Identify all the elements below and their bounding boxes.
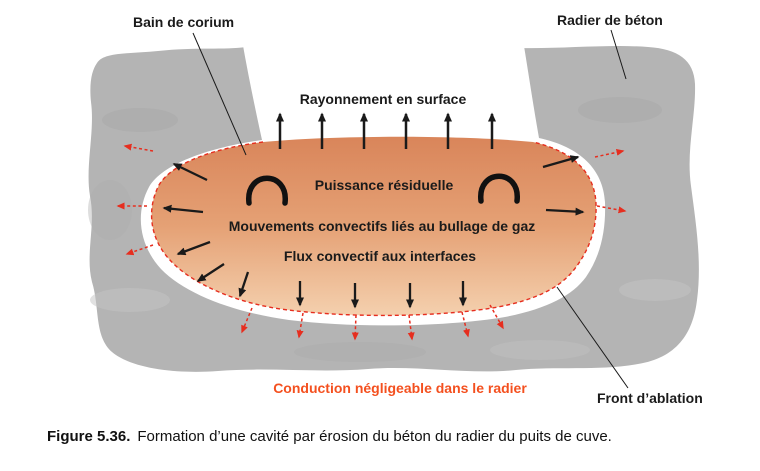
flux-arrow bbox=[542, 155, 580, 169]
red-ablation-arrow bbox=[351, 314, 359, 341]
figure-caption-text: Formation d’une cavité par érosion du bé… bbox=[137, 428, 612, 445]
radier-de-beton-label: Radier de béton bbox=[557, 12, 663, 28]
label-pointer-lines bbox=[192, 29, 629, 389]
flux-arrow bbox=[545, 207, 585, 216]
front-ablation-pointer-line bbox=[556, 286, 629, 389]
flux-arrow bbox=[172, 162, 208, 182]
convection-roll-icon bbox=[478, 173, 520, 204]
bain-de-corium-pointer-line bbox=[192, 32, 247, 156]
figure-caption: Figure 5.36. Formation d’une cavité par é… bbox=[47, 428, 612, 445]
concrete-texture bbox=[88, 97, 691, 362]
red-ablation-arrow bbox=[596, 205, 627, 214]
flux-arrow bbox=[162, 204, 204, 214]
red-ablation-arrow bbox=[241, 307, 253, 334]
red-ablation-arrow bbox=[296, 312, 304, 339]
red-ablation-arrow bbox=[125, 244, 154, 256]
radier-de-beton-pointer-line bbox=[610, 29, 627, 80]
figure-caption-number: Figure 5.36. bbox=[47, 428, 131, 445]
convection-roll-icons bbox=[246, 173, 520, 206]
rayonnement-label: Rayonnement en surface bbox=[300, 91, 467, 107]
conduction-negligeable-label: Conduction négligeable dans le radier bbox=[273, 380, 527, 396]
flux-convectif-label: Flux convectif aux interfaces bbox=[284, 248, 476, 264]
bain-de-corium-label: Bain de corium bbox=[133, 14, 234, 30]
puissance-residuelle-label: Puissance résiduelle bbox=[315, 177, 454, 193]
ablation-arrows bbox=[116, 143, 627, 341]
radiation-arrows bbox=[276, 112, 496, 149]
red-ablation-arrow bbox=[407, 314, 415, 341]
flux-arrow bbox=[176, 240, 211, 256]
front-ablation-label: Front d’ablation bbox=[597, 390, 703, 406]
flux-arrow bbox=[196, 263, 225, 282]
interface-flux-arrows bbox=[162, 155, 585, 309]
erosion-cavity-diagram: Bain de corium Radier de béton Rayonneme… bbox=[88, 12, 703, 406]
convection-roll-icon bbox=[246, 175, 288, 206]
diagram-svg: Bain de corium Radier de béton Rayonneme… bbox=[88, 12, 703, 406]
red-ablation-arrow bbox=[461, 311, 470, 338]
mouvements-convectifs-label: Mouvements convectifs liés au bullage de… bbox=[229, 218, 536, 234]
red-ablation-arrow bbox=[123, 143, 154, 152]
red-ablation-arrow bbox=[489, 304, 504, 330]
red-ablation-arrow bbox=[594, 148, 625, 158]
flux-arrow bbox=[238, 271, 250, 298]
